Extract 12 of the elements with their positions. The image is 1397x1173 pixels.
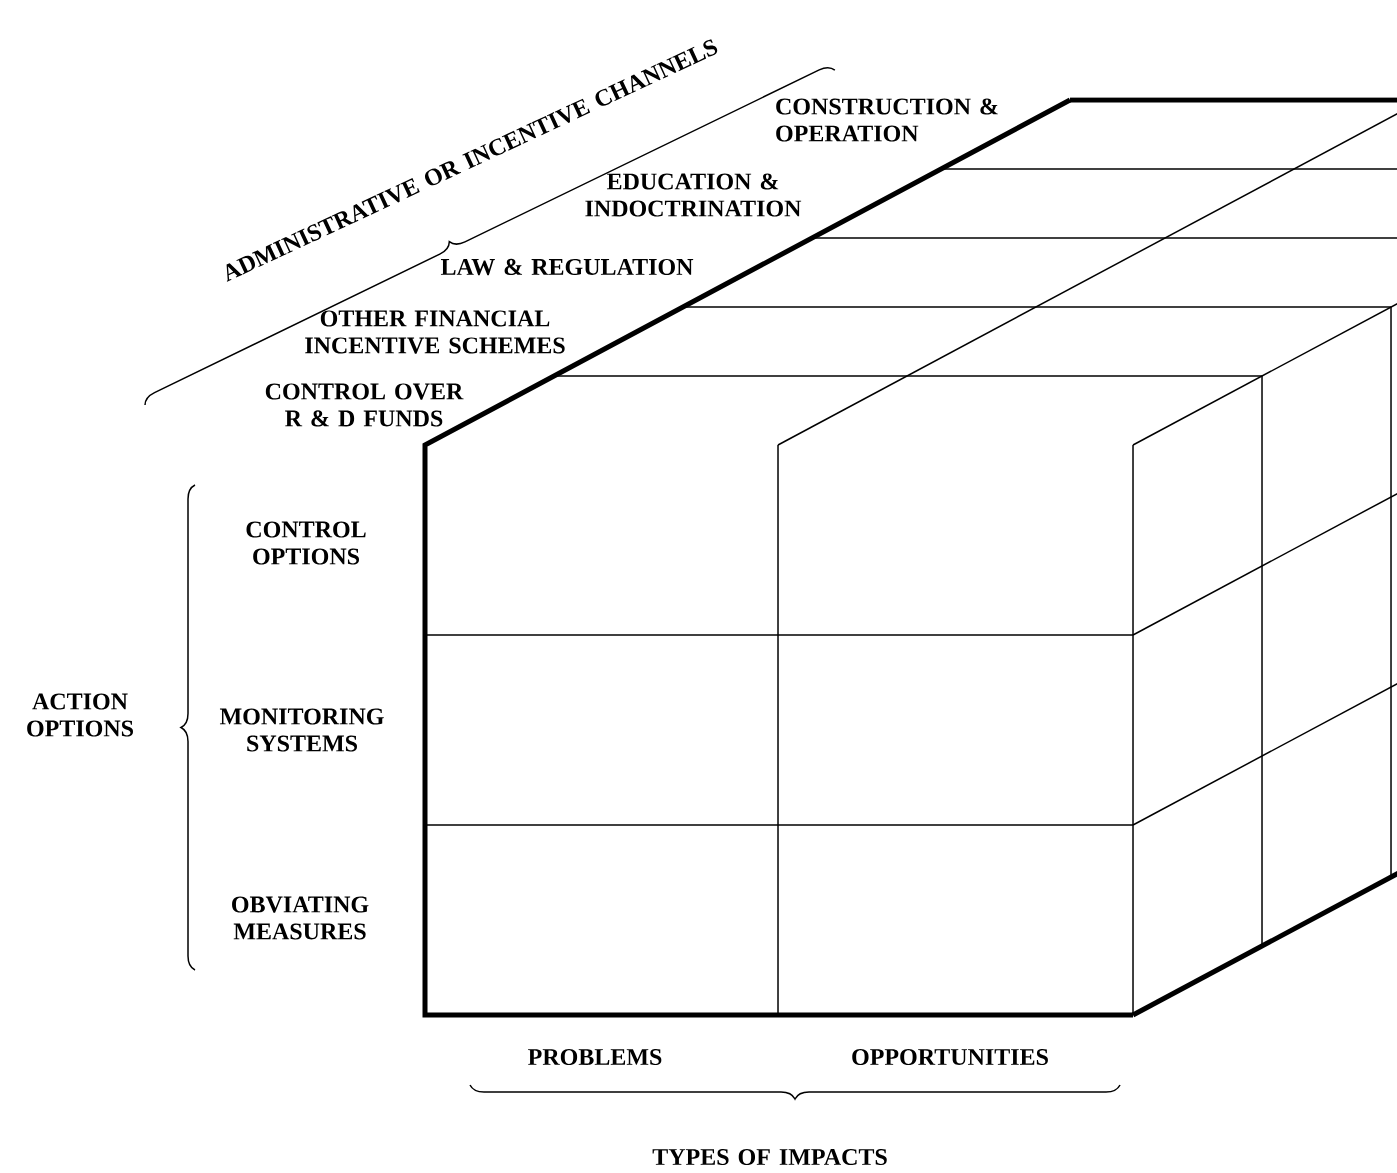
slice-label: EDUCATION & INDOCTRINATION bbox=[585, 173, 802, 217]
row-label: CONTROL OPTIONS bbox=[246, 521, 366, 565]
slice-label: OTHER FINANCIAL INCENTIVE SCHEMES bbox=[305, 310, 565, 354]
column-label: PROBLEMS bbox=[528, 1048, 662, 1066]
row-label: MONITORING SYSTEMS bbox=[219, 708, 384, 752]
slice-label: LAW & REGULATION bbox=[440, 258, 694, 276]
slice-label: CONSTRUCTION & OPERATION bbox=[776, 98, 998, 142]
column-label: OPPORTUNITIES bbox=[852, 1048, 1048, 1066]
row-label: OBVIATING MEASURES bbox=[232, 896, 369, 940]
slice-label: CONTROL OVER R & D FUNDS bbox=[265, 383, 464, 427]
axis-label: ACTION OPTIONS bbox=[27, 693, 133, 737]
axis-label: TYPES OF IMPACTS bbox=[652, 1148, 887, 1166]
